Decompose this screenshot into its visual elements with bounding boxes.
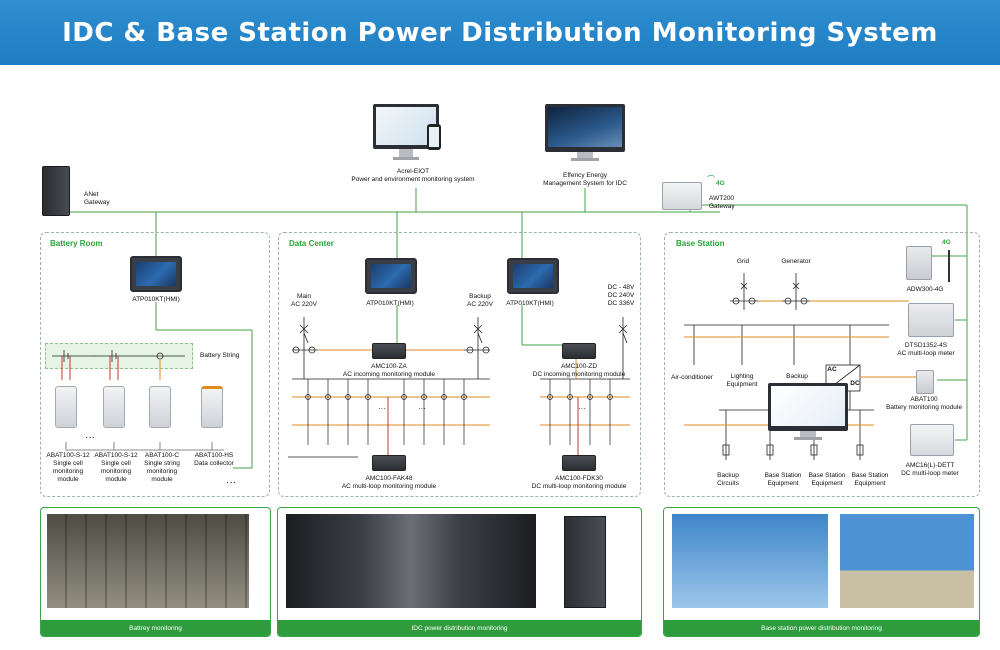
idc-cabinet-photo [564,516,606,608]
amc100-za-device [372,343,406,359]
base-photo-panel: Base station power distribution monitori… [663,507,980,637]
svg-text:···: ··· [578,404,586,413]
battery-module-3 [149,386,171,428]
anet-gateway-device [42,166,70,216]
wifi-signal-icon: ⌒ [707,175,715,184]
battery-string-label: Battery String [200,352,240,359]
dc-voltage-label: DC - 48V DC 240V DC 336V [607,284,635,307]
antenna-icon [948,250,950,282]
base-station-title: Base Station [676,239,725,248]
svg-text:···: ··· [378,404,386,413]
tower-photo-1 [672,514,828,608]
battery-room-photo [47,514,249,608]
data-center-title: Data Center [289,239,334,248]
battery-hmi-label: ATP010KT(HMI) [132,296,180,303]
battery-module-1 [55,386,77,428]
eiot-monitor-image [373,104,443,162]
idc-photo-panel: IDC power distribution monitoring [277,507,642,637]
base-ac-label: AC [827,366,837,373]
page-title: IDC & Base Station Power Distribution Mo… [62,17,938,48]
dc-hmi-1-label: ATP010KT(HMI) [366,300,414,307]
svg-text:···: ··· [90,353,97,360]
amc100-zd-device [562,343,596,359]
header-banner: IDC & Base Station Power Distribution Mo… [0,0,1000,65]
amc16-device [910,424,954,456]
base-dc-label: DC [850,380,860,387]
dtsd1352-device [908,303,954,337]
battery-module-2 [103,386,125,428]
battery-photo-panel: Battrey monitoring [40,507,271,637]
dc-hmi-2-device [507,258,559,294]
battery-module-label-2: ABAT100-S-12 Single cell monitoring modu… [94,452,138,483]
dc-hmi-2-label: ATP010KT(HMI) [506,300,554,307]
battery-ellipsis-2: ··· [226,477,236,488]
battery-module-label-4: ABAT100-HS Data collector [194,452,234,467]
dc-hmi-1-device [365,258,417,294]
base-backup-label: Backup [786,373,808,380]
adw300-label: ADW300-4G [906,286,944,293]
awt200-gateway-device [662,182,702,210]
amc100-fdk30-device [562,455,596,471]
data-center-panel [278,232,641,497]
grid-label: Grid [736,258,750,265]
idc-photo-caption: IDC power distribution monitoring [278,620,641,636]
tower-photo-2 [840,514,974,608]
battery-module-4 [201,386,223,428]
abat100-device [916,370,934,394]
battery-module-label-3: ABAT100-C Single string monitoring modul… [144,452,180,483]
effency-monitor-image [545,104,627,162]
generator-label: Generator [781,258,811,265]
idc-aisle-photo [286,514,536,608]
adw300-device [906,246,932,280]
battery-module-label-1: ABAT100-S-12 Single cell monitoring modu… [46,452,90,483]
base-monitor-image [768,383,850,441]
battery-room-title: Battery Room [50,239,103,248]
base-station-panel [664,232,980,497]
battery-room-panel [40,232,270,497]
data-center-wiring: ··· ··· ··· [288,317,630,458]
battery-hmi-device [130,256,182,292]
battery-string-diagram: ··· [52,350,224,451]
amc100-fak48-device [372,455,406,471]
awt200-signal-label: 4G [716,180,725,187]
battery-ellipsis: ··· [85,432,95,443]
adw300-signal-label: 4G [942,239,951,246]
air-conditioner-label: Air-conditioner [671,374,713,381]
battery-photo-caption: Battrey monitoring [41,620,270,636]
svg-text:···: ··· [418,404,426,413]
base-photo-caption: Base station power distribution monitori… [664,620,979,636]
